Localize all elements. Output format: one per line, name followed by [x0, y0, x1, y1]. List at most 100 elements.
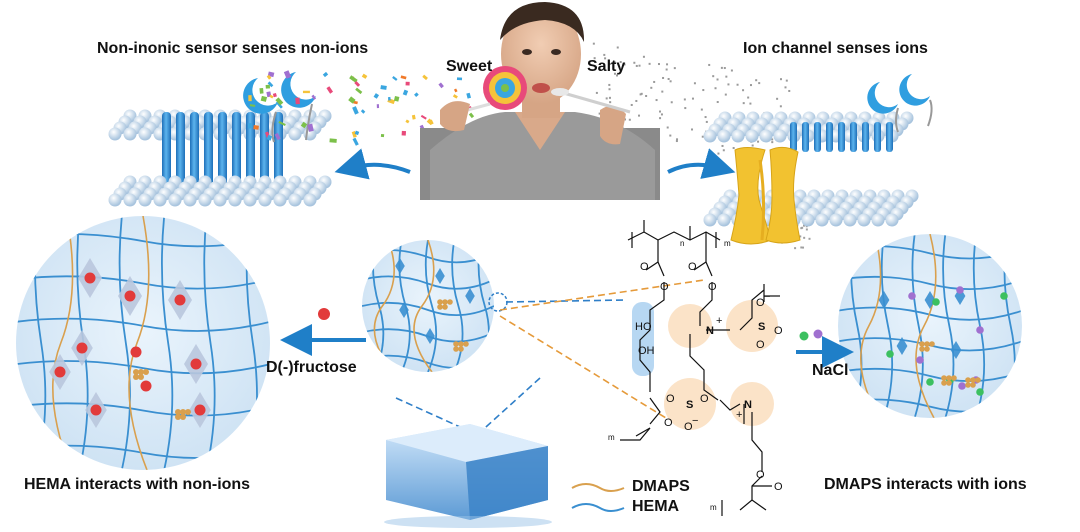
receptor-tube [838, 122, 845, 152]
legend-hema-swatch [571, 503, 625, 512]
lipid-sphere [871, 213, 885, 227]
charge-minus: − [692, 415, 698, 427]
fructose-molecule-icon [318, 308, 330, 320]
hydrogel-block [384, 424, 552, 528]
label-sweet: Sweet [446, 58, 493, 75]
receptor-tube [204, 112, 213, 192]
lipid-sphere [138, 127, 152, 141]
fructose-molecule-icon [130, 346, 142, 358]
fructose-molecule-icon [174, 294, 186, 306]
charge-minus: − [764, 291, 770, 303]
receptor-tube [218, 112, 227, 192]
fructose-molecule-icon [90, 404, 102, 416]
label-salty: Salty [587, 58, 626, 75]
lipid-sphere [815, 213, 829, 227]
receptor-tube [176, 112, 185, 192]
lipid-sphere [717, 129, 731, 143]
lipid-sphere [843, 213, 857, 227]
fructose-molecule-icon [140, 380, 152, 392]
receptor-crescent-icon [899, 74, 930, 106]
receptor-tube [874, 122, 881, 152]
lipid-sphere [731, 129, 745, 143]
charge-plus: + [716, 315, 722, 327]
person-tasting-illustration [420, 2, 660, 200]
receptor-tube [862, 122, 869, 152]
lipid-sphere [228, 193, 242, 207]
atom-oxygen: O [664, 417, 673, 429]
atom-oxygen: O [774, 481, 783, 493]
lipid-sphere [885, 213, 899, 227]
label-nacl: NaCl [812, 362, 849, 379]
hydrogel-network-circle [362, 240, 508, 372]
lipid-sphere [288, 127, 302, 141]
lipid-sphere [108, 193, 122, 207]
label-fructose: D(-)fructose [266, 359, 357, 376]
charge-plus: + [736, 409, 742, 421]
atom-oxygen: O [700, 393, 709, 405]
chemical-structure: O O O O HO OH N + S O − O O S O O O − N … [608, 220, 783, 516]
hydroxyl-label: OH [638, 345, 655, 357]
fructose-molecule-icon [54, 366, 66, 378]
legend-dmaps-label: DMAPS [632, 478, 690, 495]
fructose-molecule-icon [190, 358, 202, 370]
receptor-tube [814, 122, 821, 152]
atom-oxygen: O [660, 281, 669, 293]
lipid-sphere [168, 193, 182, 207]
atom-oxygen: O [688, 261, 697, 273]
ammonium-n: N [706, 325, 714, 337]
lipid-sphere [273, 193, 287, 207]
subscript-m: m [608, 433, 615, 442]
receptor-crescent-icon [281, 72, 316, 108]
atom-oxygen: O [756, 297, 765, 309]
hema-network-circle [16, 216, 270, 470]
receptor-tube [802, 122, 809, 152]
lipid-sphere [745, 129, 759, 143]
ion-channel-icon [730, 147, 772, 245]
lipid-sphere [703, 129, 717, 143]
caption-dmaps-ions: DMAPS interacts with ions [824, 476, 1027, 493]
lipid-sphere [703, 213, 717, 227]
atom-oxygen: O [684, 421, 693, 433]
ammonium-n: N [744, 399, 752, 411]
atom-oxygen: O [640, 261, 649, 273]
receptor-tube [886, 122, 893, 152]
caption-hema-non-ions: HEMA interacts with non-ions [24, 476, 251, 493]
atom-oxygen: O [756, 469, 765, 481]
receptor-tube [246, 112, 255, 192]
lipid-sphere [773, 129, 787, 143]
subscript-n: n [680, 239, 684, 248]
lipid-sphere [153, 193, 167, 207]
title-ion-channel: Ion channel senses ions [743, 40, 928, 57]
ion-channel-membrane [703, 74, 933, 245]
sulfur: S [758, 321, 765, 333]
lipid-sphere [183, 193, 197, 207]
lipid-sphere [801, 213, 815, 227]
atom-oxygen: O [774, 325, 783, 337]
fructose-molecule-icon [194, 404, 206, 416]
arrow-to-right-membrane [667, 148, 736, 179]
lipid-sphere [138, 193, 152, 207]
legend-hema-label: HEMA [632, 498, 680, 515]
sulfur: S [686, 399, 693, 411]
receptor-tube [232, 112, 241, 192]
lipid-sphere [123, 193, 137, 207]
hydroxyl-label: HO [635, 321, 652, 333]
receptor-tube [790, 122, 797, 152]
lipid-sphere [759, 129, 773, 143]
receptor-tube [190, 112, 199, 192]
lipid-sphere [829, 213, 843, 227]
atom-oxygen: O [666, 393, 675, 405]
lipid-sphere [857, 213, 871, 227]
fructose-molecule-icon [76, 342, 88, 354]
receptor-tube [274, 112, 283, 192]
legend-dmaps-swatch [571, 483, 625, 492]
lipid-sphere [288, 193, 302, 207]
atom-oxygen: O [756, 339, 765, 351]
lipid-sphere [303, 193, 317, 207]
lipid-sphere [123, 127, 137, 141]
dmaps-network-circle [838, 234, 1022, 418]
receptor-tube [826, 122, 833, 152]
sodium-ion-icon [799, 331, 809, 341]
lipid-sphere [198, 193, 212, 207]
fructose-molecule-icon [84, 272, 96, 284]
